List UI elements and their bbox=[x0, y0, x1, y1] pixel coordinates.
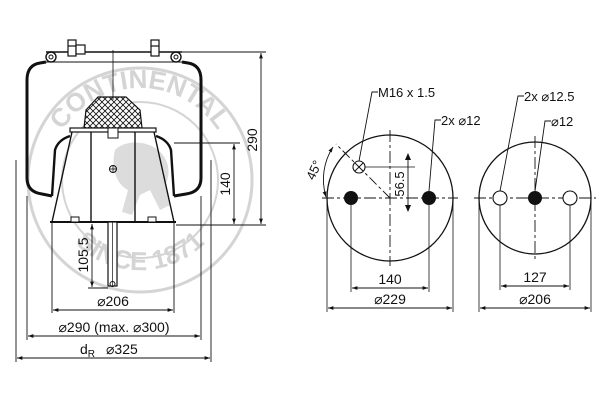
bolt-hole-left-icon bbox=[492, 190, 508, 206]
stud-right bbox=[150, 39, 160, 57]
side-view bbox=[25, 39, 203, 287]
dim-piston-diameter: ⌀206 bbox=[97, 293, 129, 309]
side-view-dimensions bbox=[15, 51, 266, 362]
bottom-plate-view bbox=[474, 95, 596, 312]
dim-roll-label: dR bbox=[80, 341, 95, 360]
horse-icon bbox=[113, 142, 170, 215]
dim-diameter-bottom: ⌀206 bbox=[519, 291, 551, 307]
dim-bellows-diameter: ⌀290 (max. ⌀300) bbox=[58, 319, 169, 335]
top-plate-view bbox=[322, 91, 458, 312]
watermark-bottom-text: SINCE 1871 bbox=[71, 225, 209, 276]
callout-center-hole: ⌀12 bbox=[551, 114, 573, 129]
m16-hole-icon bbox=[352, 160, 366, 174]
dim-height-total: 290 bbox=[244, 128, 260, 152]
dim-offset: 56.5 bbox=[392, 171, 407, 196]
bolt-hole-right-icon bbox=[562, 190, 578, 206]
dim-height-piston: 140 bbox=[217, 172, 233, 196]
stud-left bbox=[67, 39, 86, 57]
dim-bolt-spacing-top: 140 bbox=[378, 271, 402, 287]
center-hole-icon bbox=[528, 191, 542, 205]
callout-bolt-holes-bottom: 2x ⌀12.5 bbox=[524, 89, 574, 104]
bolt-hole-left-icon bbox=[344, 191, 358, 205]
dim-diameter-top: ⌀229 bbox=[374, 291, 406, 307]
bolt-hole-right-icon bbox=[422, 191, 436, 205]
callout-bolt-holes: 2x ⌀12 bbox=[441, 113, 481, 128]
dim-stud-length: 105.5 bbox=[75, 237, 91, 272]
dim-roll-diameter: ⌀325 bbox=[106, 341, 138, 357]
dim-angle: 45° bbox=[303, 158, 325, 182]
callout-thread: M16 x 1.5 bbox=[378, 85, 435, 100]
dim-bolt-spacing-bottom: 127 bbox=[523, 269, 547, 285]
